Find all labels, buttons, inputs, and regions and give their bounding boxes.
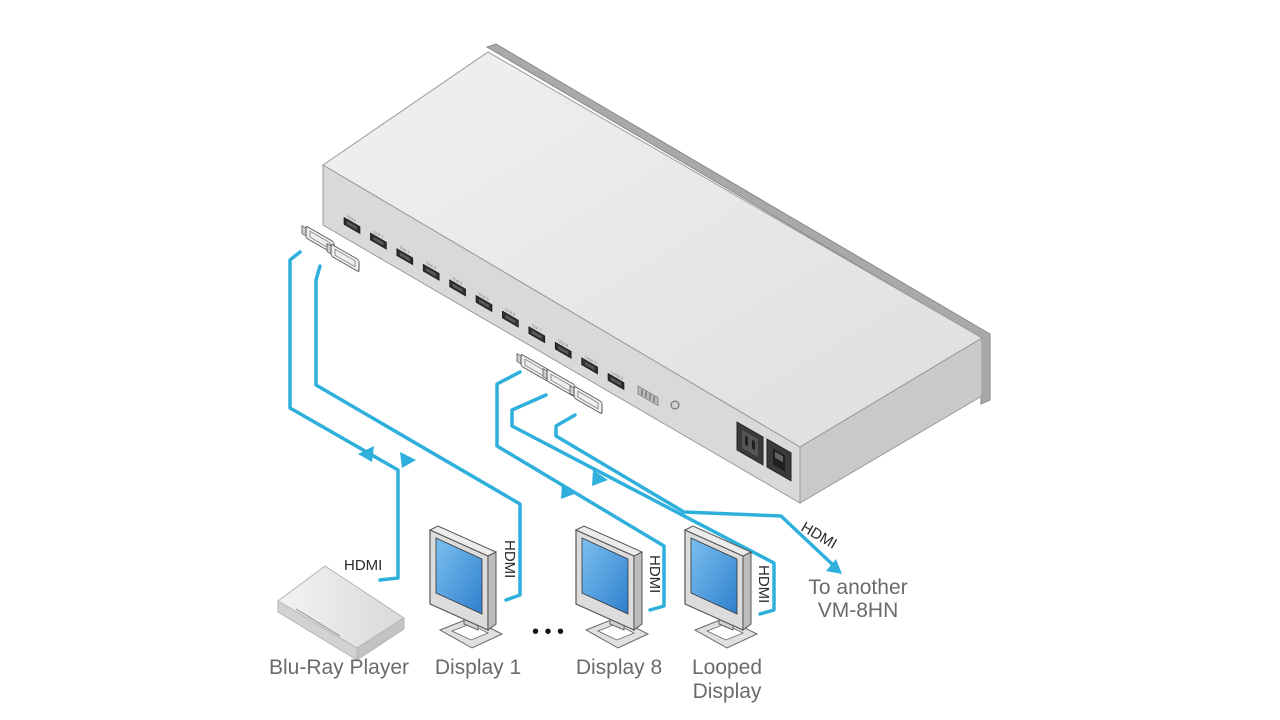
label-looped-display-line-1: Looped	[692, 656, 762, 679]
flow-arrow-chain	[826, 559, 842, 574]
hdmi-port-tag-5: Out 4	[453, 276, 463, 287]
hdmi-port-2[interactable]	[370, 232, 387, 250]
hdmi-port-tag-7: Out 6	[505, 307, 515, 318]
label-to-another-line-1: To another	[808, 576, 907, 599]
hdmi-port-tag-3: Out 2	[400, 244, 410, 255]
hdmi-port-10[interactable]	[581, 357, 598, 375]
label-display-8: Display 8	[576, 656, 662, 679]
label-blu-ray-player: Blu-Ray Player	[269, 656, 409, 679]
hdmi-port-8[interactable]	[528, 326, 546, 344]
cable-label-source: HDMI	[344, 557, 382, 574]
device-front-face	[322, 164, 801, 504]
ellipsis-separator: • • •	[532, 621, 564, 643]
label-display-1: Display 1	[435, 656, 521, 679]
cable-label-display-1: HDMI	[501, 540, 518, 578]
hdmi-port-7[interactable]	[502, 310, 519, 328]
hdmi-port-1[interactable]	[343, 216, 361, 235]
hdmi-port-tag-1: Input	[347, 213, 357, 223]
chain-cable	[554, 413, 834, 566]
dip-switch[interactable]	[637, 385, 659, 407]
hdmi-port-11[interactable]	[607, 372, 625, 391]
reset-button[interactable]	[670, 400, 680, 410]
hdmi-port-5[interactable]	[449, 279, 466, 297]
flow-arrow-display-1	[400, 452, 416, 468]
hdmi-port-tag-4: Out 3	[426, 260, 436, 271]
hdmi-port-tag-2: Out 1	[373, 229, 383, 240]
blu-ray-player	[277, 565, 405, 661]
hdmi-plug-loop-2	[569, 384, 603, 414]
blu-ray-player-side	[356, 617, 405, 661]
flow-arrow-source	[358, 446, 374, 462]
hdmi-plugs	[301, 224, 603, 414]
source-cable	[288, 250, 400, 582]
display-1-monitor	[428, 525, 504, 649]
cable-label-chain: HDMI	[798, 519, 840, 553]
hdmi-plug-out-1	[326, 242, 360, 272]
flow-arrows	[358, 446, 842, 574]
label-looped-display-line-2: Display	[693, 680, 762, 703]
hdmi-port-6[interactable]	[475, 294, 493, 313]
hdmi-port-tag-6: Out 5	[479, 291, 489, 302]
flow-arrow-display-8-b	[592, 470, 608, 486]
cable-network	[288, 250, 834, 616]
looped-display-monitor-screen	[690, 537, 738, 615]
power-switch[interactable]	[766, 438, 792, 482]
display-1-monitor-screen	[435, 537, 483, 615]
display-8-cable	[495, 370, 666, 612]
hdmi-port-tag-9: Out 8	[558, 338, 568, 349]
display-8-monitor-screen	[581, 537, 629, 615]
looped-display-cable	[510, 393, 776, 616]
cable-label-display-8: HDMI	[646, 555, 663, 593]
display-group	[428, 525, 759, 649]
label-to-another-line-2: VM-8HN	[818, 599, 899, 622]
flow-arrow-display-8-a	[561, 483, 577, 499]
hdmi-port-4[interactable]	[422, 263, 440, 281]
diagram-labels: Blu-Ray Player Display 1 Display 8 Loope…	[269, 519, 908, 703]
display-1-cable	[314, 264, 522, 602]
cable-label-looped: HDMI	[755, 565, 772, 603]
hdmi-port-tag-8: Out 7	[532, 322, 542, 333]
looped-display-monitor	[683, 525, 759, 649]
blu-ray-disc-slot	[295, 608, 341, 637]
display-8-monitor	[574, 525, 650, 649]
hdmi-port-9[interactable]	[554, 341, 572, 359]
power-socket[interactable]	[736, 421, 764, 466]
hdmi-port-3[interactable]	[396, 248, 414, 266]
